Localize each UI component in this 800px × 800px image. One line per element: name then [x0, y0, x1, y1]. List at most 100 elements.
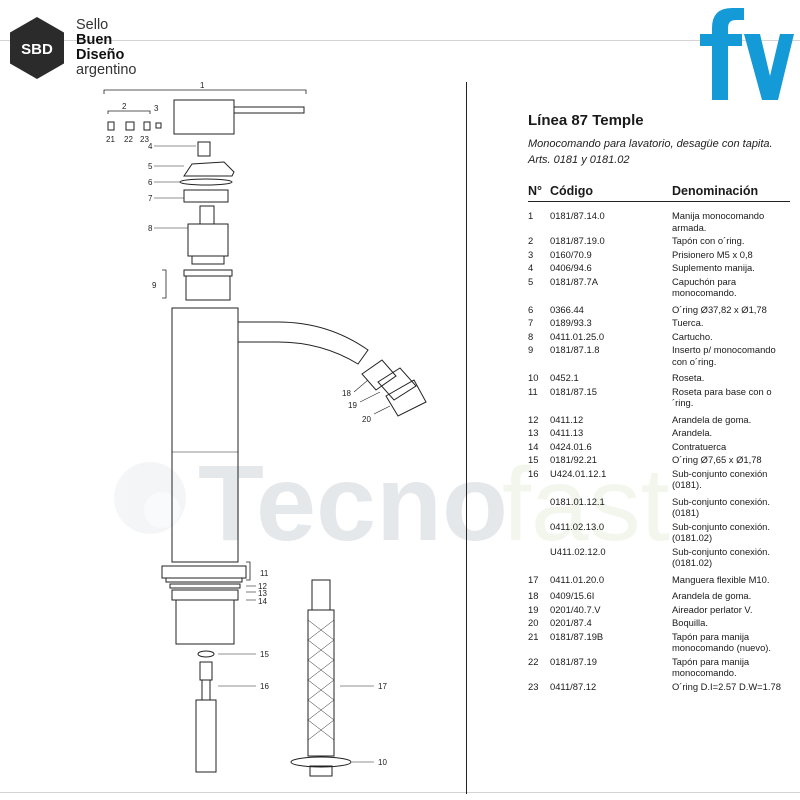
cell-name: Inserto p/ monocomando con o´ring.: [672, 344, 776, 367]
cell-num: 6: [528, 303, 534, 315]
cell-num: 18: [528, 590, 539, 601]
cell-name: Arandela de goma.: [672, 590, 752, 601]
callout-labels: 1 2 3 21 22 23 4 5 6 7 8 9 18 19 20 11 1…: [106, 81, 387, 767]
cell-code: U424.01.12.1: [550, 467, 607, 479]
header-num: N°: [528, 184, 543, 198]
cell-code: 0181/87.14.0: [550, 210, 605, 221]
cell-num: 13: [528, 427, 539, 438]
cell-name: Roseta.: [672, 372, 705, 383]
cell-name: O´ring Ø7,65 x Ø1,78: [672, 454, 762, 465]
watermark: Tecno fast: [114, 442, 670, 563]
callout-6: 6: [148, 178, 153, 187]
callout-16: 16: [260, 682, 269, 691]
cell-num: [528, 521, 550, 544]
cell-num: 8: [528, 330, 534, 342]
callout-15: 15: [260, 650, 269, 659]
seal-abbr: SBD: [21, 41, 53, 58]
cell-num: 11: [528, 385, 538, 397]
cell-name: Sub-conjunto conexión (0181).: [672, 467, 768, 491]
cell-num: 10: [528, 372, 539, 383]
cell-name: Boquilla.: [672, 617, 708, 628]
cell-name: Arandela de goma.: [672, 413, 752, 425]
cell-num: 1: [528, 210, 534, 221]
callout-11: 11: [260, 569, 269, 578]
cell-num: 17: [528, 573, 539, 585]
callout-3: 3: [154, 104, 159, 113]
exploded-diagram: 1 2 3 21 22 23 4 5 6 7 8 9 18 19 20 11 1…: [103, 81, 427, 777]
callout-2: 2: [122, 102, 127, 111]
watermark-light: fast: [502, 447, 670, 563]
part-body: [171, 307, 239, 563]
cell-name: Suplemento manija.: [672, 262, 755, 273]
cell-name: Tapón para manija monocomando.: [672, 655, 750, 679]
cell-name: Roseta para base con o´ring.: [672, 385, 772, 409]
cell-num: 14: [528, 440, 539, 452]
callout-13: 13: [258, 589, 267, 598]
seal-line-2: Buen: [76, 32, 113, 48]
cell-num: 4: [528, 262, 534, 273]
cell-code: 0189/93.3: [550, 317, 592, 328]
cell-num: 12: [528, 413, 539, 425]
cell-num: 7: [528, 317, 534, 328]
seal-line-4: argentino: [76, 62, 137, 78]
cell-num: 21: [528, 630, 539, 642]
table-row: 18 0409/15.6I Arandela de goma.: [528, 590, 792, 602]
cell-name: Tapón con o´ring.: [672, 235, 745, 246]
table-row: 10 0452.1 Roseta.: [528, 372, 792, 384]
table-row: 9 0181/87.1.8 Inserto p/ monocomando con o…: [528, 344, 792, 367]
doc-subtitle: Monocomando para lavatorio, desagüe con …: [528, 138, 773, 150]
cell-num: 20: [528, 617, 539, 628]
cell-code: 0201/87.4: [550, 617, 592, 628]
callout-9: 9: [152, 281, 157, 290]
callout-1: 1: [200, 81, 205, 90]
callout-5: 5: [148, 162, 153, 171]
table-row: 17 0411.01.20.0 Manguera flexible M10.: [528, 574, 792, 586]
cell-num: 9: [528, 344, 534, 355]
cell-num: 15: [528, 454, 539, 465]
callout-4: 4: [148, 142, 153, 151]
cell-name: Manguera flexible M10.: [672, 573, 770, 585]
cell-code: 0411.12: [550, 413, 584, 425]
cell-code: 0181/87.1.8: [550, 344, 600, 355]
cell-code: 0409/15.6I: [550, 590, 595, 601]
cell-code: 0411.13: [550, 427, 584, 438]
cell-code: 0201/40.7.V: [550, 603, 601, 615]
header-code: Código: [550, 184, 594, 198]
bottom-rule: [0, 792, 800, 793]
header-rule: [528, 201, 790, 202]
table-row: 4 0406/94.6 Suplemento manija.: [528, 262, 792, 274]
cell-code: 0452.1: [550, 372, 579, 383]
cell-name: Sub-conjunto conexión. (0181.02): [672, 520, 770, 544]
cell-name: Contratuerca: [672, 440, 727, 452]
doc-title: Línea 87 Temple: [528, 112, 644, 129]
cell-num: [528, 496, 550, 519]
cell-name: Tuerca.: [672, 317, 704, 328]
callout-12: 12: [258, 582, 267, 591]
cell-num: 2: [528, 235, 534, 246]
cell-code: 0181/87.19B: [550, 630, 604, 642]
watermark-bold: Tecno: [198, 442, 508, 563]
cell-code: 0181/87.7A: [550, 275, 598, 287]
cell-name: Cartucho.: [672, 330, 713, 342]
cell-code: 0411.01.25.0: [550, 330, 605, 342]
cell-code: 0160/70.9: [550, 248, 592, 260]
table-row: 14 0424.01.6 Contratuerca: [528, 441, 792, 453]
cell-name: Capuchón para monocomando.: [672, 275, 737, 299]
cell-code: 0411/87.12: [550, 680, 597, 692]
callout-23: 23: [140, 135, 149, 144]
table-row: 7 0189/93.3 Tuerca.: [528, 317, 792, 329]
cell-code: 0411.01.20.0: [550, 573, 605, 585]
cell-name: Sub-conjunto conexión. (0181.02): [672, 545, 770, 569]
callout-20: 20: [362, 415, 371, 424]
cell-code: 0181/92.21: [550, 454, 597, 465]
seal-line-3: Diseño: [76, 47, 125, 63]
cell-name: Arandela.: [672, 427, 713, 438]
cell-code: 0406/94.6: [550, 262, 592, 273]
cell-code: 0424.01.6: [550, 440, 592, 452]
